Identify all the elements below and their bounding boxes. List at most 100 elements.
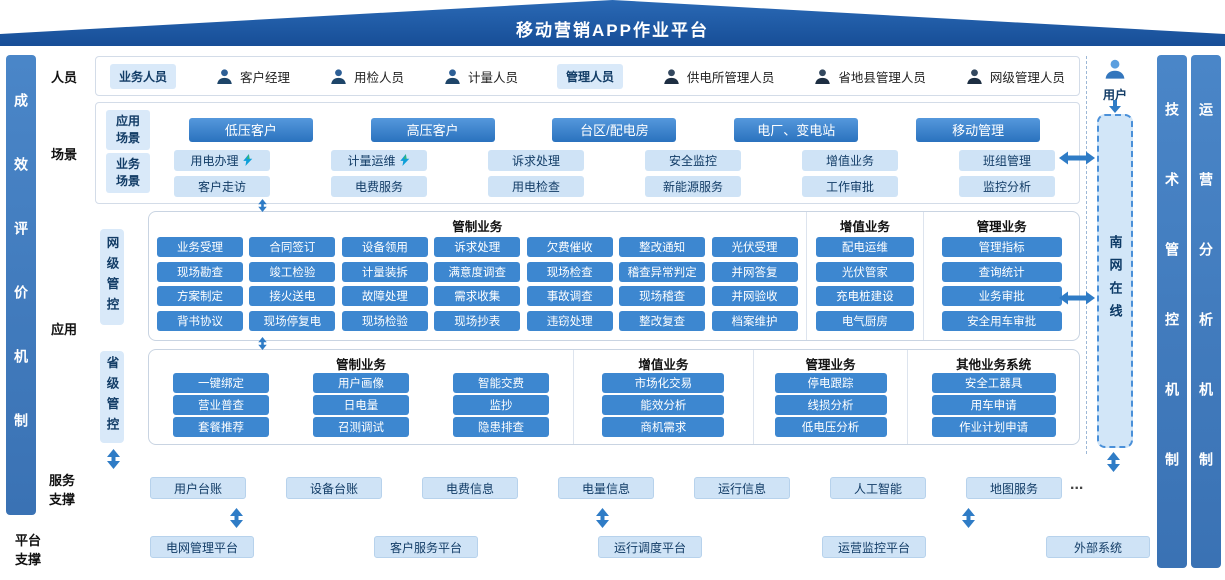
network-business-button[interactable]: 诉求处理 <box>434 237 521 258</box>
button-row: 背书协议现场停复电现场检验现场抄表违窃处理整改复查档案维护 <box>157 310 798 331</box>
network-business-button[interactable]: 业务受理 <box>157 237 243 258</box>
network-business-button[interactable]: 稽查异常判定 <box>619 261 706 282</box>
province-regulated-grid: 一键绑定 用户画像 智能交费 营业普查 日电量 监抄 套餐推荐 召测调试 隐患排查 <box>157 371 565 439</box>
network-business-button[interactable]: 需求收集 <box>434 286 521 307</box>
biz-scene-button[interactable]: 安全监控 <box>645 149 741 171</box>
network-management-button[interactable]: 查询统计 <box>941 261 1062 282</box>
network-business-button[interactable]: 合同签订 <box>249 237 336 258</box>
network-value-button[interactable]: 电气厨房 <box>815 310 914 331</box>
biz-scene-button[interactable]: 增值业务 <box>802 149 898 171</box>
network-business-button[interactable]: 方案制定 <box>157 286 243 307</box>
button-row: 一键绑定 用户画像 智能交费 <box>157 373 565 393</box>
biz-scene-button[interactable]: 用电检查 <box>488 175 584 197</box>
service-support-button[interactable]: 用户台账 <box>150 477 246 499</box>
network-business-button[interactable]: 并网答复 <box>711 261 798 282</box>
network-business-button[interactable]: 计量装拆 <box>341 261 428 282</box>
biz-scene-button[interactable]: 计量运维 <box>331 149 427 171</box>
section-header-value-added: 增值业务 <box>638 358 689 372</box>
biz-scene-button[interactable]: 电费服务 <box>331 175 427 197</box>
province-value-button[interactable]: 市场化交易 <box>602 373 725 393</box>
province-management-button[interactable]: 线损分析 <box>774 395 887 415</box>
row-label-platform-support: 平台支撑 <box>14 533 41 567</box>
network-business-button[interactable]: 整改通知 <box>619 237 706 258</box>
platform-button[interactable]: 外部系统 <box>1046 536 1150 558</box>
down-arrow-icon <box>1109 100 1121 113</box>
service-support-button[interactable]: 设备台账 <box>286 477 382 499</box>
platform-button[interactable]: 电网管理平台 <box>150 536 254 558</box>
other-system-button[interactable]: 作业计划申请 <box>931 417 1056 437</box>
person-icon <box>664 68 679 84</box>
network-business-button[interactable]: 背书协议 <box>157 310 243 331</box>
app-scene-button[interactable]: 移动管理 <box>916 117 1041 142</box>
biz-scene-button[interactable]: 新能源服务 <box>645 175 741 197</box>
network-business-button[interactable]: 事故调查 <box>526 286 613 307</box>
network-business-button[interactable]: 满意度调查 <box>434 261 521 282</box>
network-business-button[interactable]: 故障处理 <box>341 286 428 307</box>
other-system-button-label: 安全工器具 <box>964 378 1023 390</box>
network-control-panel: 管制业务 业务受理合同签订设备领用诉求处理欠费催收整改通知光伏受理 现场勘查竣工… <box>148 211 1080 341</box>
province-business-button-label: 一键绑定 <box>198 378 244 390</box>
button-row: 客户走访 电费服务 用电检查 新能源服务 工作审批 监控分析 <box>160 175 1069 197</box>
network-value-button[interactable]: 光伏管家 <box>815 261 914 282</box>
province-business-button[interactable]: 营业普查 <box>173 395 269 415</box>
service-support-button[interactable]: 地图服务 <box>966 477 1062 499</box>
service-support-button[interactable]: 运行信息 <box>694 477 790 499</box>
row-label-scene: 场景 <box>50 147 77 162</box>
network-business-button[interactable]: 光伏受理 <box>711 237 798 258</box>
network-business-button[interactable]: 设备领用 <box>341 237 428 258</box>
app-scene-button[interactable]: 低压客户 <box>188 117 313 142</box>
biz-scene-button[interactable]: 诉求处理 <box>488 149 584 171</box>
biz-scene-button[interactable]: 班组管理 <box>959 149 1055 171</box>
network-business-button[interactable]: 现场抄表 <box>434 310 521 331</box>
platform-button[interactable]: 客户服务平台 <box>374 536 478 558</box>
biz-scene-button[interactable]: 用电办理 <box>174 149 270 171</box>
network-value-button[interactable]: 充电桩建设 <box>815 286 914 307</box>
biz-scene-button[interactable]: 监控分析 <box>959 175 1055 197</box>
network-business-button[interactable]: 违窃处理 <box>526 310 613 331</box>
network-business-button-label: 方案制定 <box>177 291 223 304</box>
province-business-button[interactable]: 隐患排查 <box>453 417 550 437</box>
network-business-button[interactable]: 并网验收 <box>711 286 798 307</box>
network-value-button[interactable]: 配电运维 <box>815 237 914 258</box>
province-management-button[interactable]: 停电跟踪 <box>774 373 887 393</box>
other-system-button[interactable]: 安全工器具 <box>931 373 1056 393</box>
platform-button[interactable]: 运营监控平台 <box>822 536 926 558</box>
network-business-button[interactable]: 欠费催收 <box>526 237 613 258</box>
app-scene-button[interactable]: 台区/配电房 <box>552 117 677 142</box>
province-business-button[interactable]: 套餐推荐 <box>173 417 269 437</box>
biz-scene-button[interactable]: 客户走访 <box>174 175 270 197</box>
network-business-button[interactable]: 竣工检验 <box>249 261 336 282</box>
province-business-button[interactable]: 召测调试 <box>313 417 410 437</box>
network-management-button[interactable]: 安全用车审批 <box>941 310 1062 331</box>
network-business-button[interactable]: 现场稽查 <box>619 286 706 307</box>
service-support-button[interactable]: 人工智能 <box>830 477 926 499</box>
province-management-button[interactable]: 低电压分析 <box>774 417 887 437</box>
biz-scene-button[interactable]: 工作审批 <box>802 175 898 197</box>
service-support-button[interactable]: 电费信息 <box>422 477 518 499</box>
province-business-button[interactable]: 日电量 <box>313 395 410 415</box>
province-business-button[interactable]: 监抄 <box>453 395 550 415</box>
service-support-button[interactable]: 电量信息 <box>558 477 654 499</box>
province-value-button[interactable]: 能效分析 <box>602 395 725 415</box>
network-business-button[interactable]: 现场停复电 <box>249 310 336 331</box>
network-business-button[interactable]: 现场勘查 <box>157 261 243 282</box>
nanwang-online-button[interactable]: 南网在线 <box>1097 114 1133 448</box>
province-value-button[interactable]: 商机需求 <box>602 417 725 437</box>
province-business-button[interactable]: 智能交费 <box>453 373 550 393</box>
other-system-button[interactable]: 用车申请 <box>931 395 1056 415</box>
service-support-button-label: 电费信息 <box>445 481 494 496</box>
app-scene-button[interactable]: 电厂、变电站 <box>734 117 859 142</box>
network-business-button[interactable]: 接火送电 <box>249 286 336 307</box>
app-scene-button[interactable]: 高压客户 <box>370 117 495 142</box>
network-business-button[interactable]: 档案维护 <box>711 310 798 331</box>
network-business-button-label: 接火送电 <box>269 291 316 304</box>
platform-button[interactable]: 运行调度平台 <box>598 536 702 558</box>
province-business-button[interactable]: 一键绑定 <box>173 373 269 393</box>
network-business-button[interactable]: 整改复查 <box>619 310 706 331</box>
network-business-button[interactable]: 现场检验 <box>341 310 428 331</box>
network-business-button[interactable]: 现场检查 <box>526 261 613 282</box>
biz-scene-button-label: 用电办理 <box>190 153 239 168</box>
network-management-button[interactable]: 管理指标 <box>941 237 1062 258</box>
province-business-button[interactable]: 用户画像 <box>313 373 410 393</box>
network-management-button[interactable]: 业务审批 <box>941 286 1062 307</box>
